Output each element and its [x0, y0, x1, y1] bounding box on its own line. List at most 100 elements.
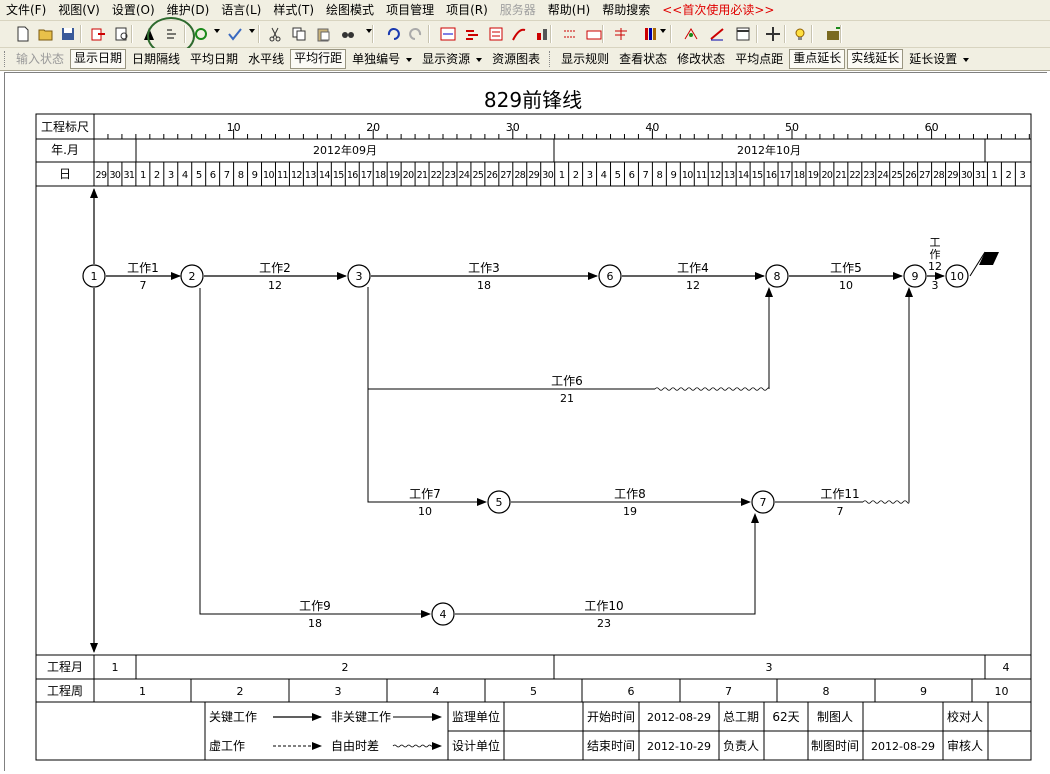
toolbar-dropdown-arrow[interactable] [214, 29, 220, 33]
toolbar2-item-8[interactable]: 资源图表 [488, 50, 544, 68]
day-cell: 20 [403, 170, 414, 181]
menu-item-9[interactable]: 服务器 [499, 3, 536, 17]
link-icon[interactable] [560, 24, 580, 44]
menu-item-10[interactable]: 帮助(H) [547, 3, 591, 17]
drafter-label: 制图人 [817, 710, 853, 724]
toolbar2-item-6[interactable]: 单独编号 [348, 50, 416, 68]
toolbar2-label: 日期隔线 [132, 52, 181, 66]
new-file-icon[interactable] [13, 24, 33, 44]
print-preview-icon[interactable] [112, 24, 132, 44]
toolbar2-item-11[interactable]: 修改状态 [673, 50, 729, 68]
menu-item-4[interactable]: 语言(L) [221, 3, 262, 17]
arrow-work10[interactable] [455, 513, 759, 615]
legend-freefloat-wave [392, 744, 432, 748]
menu-item-8[interactable]: 项目(R) [446, 3, 488, 17]
arrow-work7[interactable] [367, 389, 487, 506]
toolbar2-item-5[interactable]: 平均行距 [290, 49, 347, 69]
toolbar2-label: 查看状态 [619, 52, 668, 66]
event-node-2[interactable]: 2 [180, 264, 204, 288]
toolbar2-item-10[interactable]: 查看状态 [615, 50, 671, 68]
event-node-9[interactable]: 9 [903, 264, 927, 288]
calc-icon[interactable] [681, 24, 701, 44]
toolbar2-item-0[interactable]: 输入状态 [12, 50, 68, 68]
day-cell: 6 [210, 170, 216, 181]
event-node-5[interactable]: 5 [487, 490, 511, 514]
refresh-icon[interactable] [191, 24, 211, 44]
toolbar2-item-9[interactable]: 显示规则 [557, 50, 613, 68]
copy-icon[interactable] [289, 24, 309, 44]
toolbar2-item-7[interactable]: 显示资源 [418, 50, 486, 68]
lightbulb-icon[interactable] [790, 24, 810, 44]
menu-item-6[interactable]: 绘图模式 [326, 3, 375, 17]
toolbar2-item-3[interactable]: 平均日期 [186, 50, 242, 68]
export-icon[interactable] [88, 24, 108, 44]
open-folder-icon[interactable] [36, 24, 56, 44]
find-icon[interactable] [338, 24, 358, 44]
undo-icon[interactable] [383, 24, 403, 44]
toolbar-dropdown-arrow[interactable] [660, 29, 666, 33]
event-node-8[interactable]: 8 [765, 264, 789, 288]
arrow-work6[interactable] [367, 287, 655, 390]
list-view-icon[interactable] [486, 24, 506, 44]
toolbar-grip[interactable] [4, 51, 8, 67]
redo-icon[interactable] [406, 24, 426, 44]
task5-name: 工作5 [830, 261, 862, 275]
chevron-down-icon [476, 57, 483, 62]
toolbar2-item-4[interactable]: 水平线 [244, 50, 288, 68]
toolbar2-item-15[interactable]: 延长设置 [905, 50, 973, 68]
bar-chart-icon[interactable] [462, 24, 482, 44]
event-node-10[interactable]: 10 [945, 264, 969, 288]
menu-item-2[interactable]: 设置(O) [111, 3, 155, 17]
toolbar-dropdown-arrow[interactable] [366, 29, 372, 33]
save-icon[interactable] [58, 24, 78, 44]
calendar-icon[interactable] [733, 24, 753, 44]
menu-item-11[interactable]: 帮助搜索 [602, 3, 651, 17]
resource-icon[interactable] [532, 24, 552, 44]
grid-icon[interactable] [611, 24, 631, 44]
event-node-number: 4 [440, 608, 447, 621]
toolbar2-item-14[interactable]: 实线延长 [847, 49, 904, 69]
day-row-label: 日 [59, 167, 71, 181]
toolbar2-item-2[interactable]: 日期隔线 [128, 50, 184, 68]
day-cell: 30 [542, 170, 553, 181]
curve-icon[interactable] [509, 24, 529, 44]
toolbar2-item-1[interactable]: 显示日期 [70, 49, 127, 69]
day-cell: 1 [559, 170, 565, 181]
event-node-1[interactable]: 1 [82, 264, 106, 288]
event-node-7[interactable]: 7 [751, 490, 775, 514]
menu-item-7[interactable]: 项目管理 [386, 3, 435, 17]
project-week-cell: 8 [823, 685, 830, 698]
menu-item-3[interactable]: 维护(D) [166, 3, 210, 17]
toolbar-grip[interactable] [549, 51, 553, 67]
menu-item-0[interactable]: 文件(F) [6, 3, 47, 17]
toolbar-dropdown-arrow[interactable] [249, 29, 255, 33]
owner-label: 负责人 [723, 739, 759, 753]
books-icon[interactable] [641, 24, 661, 44]
event-node-number: 6 [607, 270, 614, 283]
toolbar2-item-12[interactable]: 平均点距 [731, 50, 787, 68]
task8-duration: 19 [623, 505, 637, 518]
event-node-6[interactable]: 6 [598, 264, 622, 288]
toolbar2-item-13[interactable]: 重点延长 [789, 49, 846, 69]
ruler-icon[interactable] [584, 24, 604, 44]
paste-icon[interactable] [313, 24, 333, 44]
task6-duration: 21 [560, 392, 574, 405]
event-node-3[interactable]: 3 [347, 264, 371, 288]
task6-name: 工作6 [551, 374, 583, 388]
day-cell: 3 [1019, 170, 1025, 181]
net-view-icon[interactable] [438, 24, 458, 44]
menu-item-1[interactable]: 视图(V) [58, 3, 100, 17]
check-icon[interactable] [225, 24, 245, 44]
crosshair-icon[interactable] [763, 24, 783, 44]
menu-item-12[interactable]: <<首次使用必读>> [662, 3, 775, 17]
project-week-cell: 4 [433, 685, 440, 698]
menu-item-5[interactable]: 样式(T) [273, 3, 315, 17]
month-sep-label: 2012年09月 [313, 143, 377, 157]
cut-icon[interactable] [265, 24, 285, 44]
event-node-4[interactable]: 4 [431, 602, 455, 626]
arrow-work9[interactable] [199, 288, 431, 618]
project-month-1: 1 [112, 661, 119, 674]
sign-icon[interactable] [707, 24, 727, 44]
